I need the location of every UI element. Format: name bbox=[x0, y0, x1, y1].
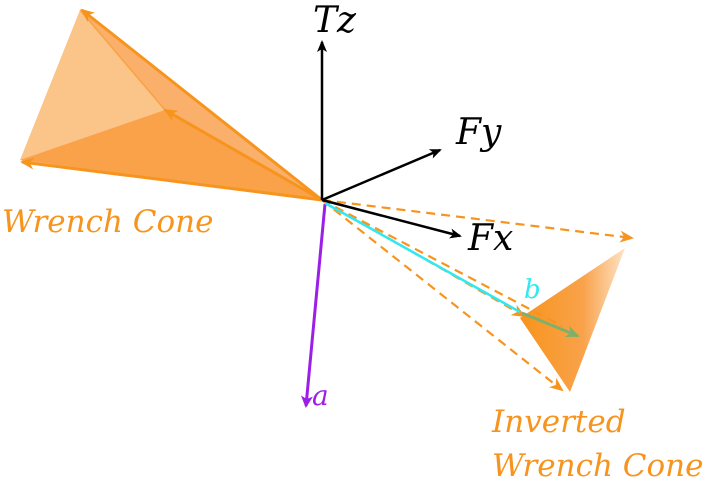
fy-axis-arrow bbox=[321, 148, 442, 202]
a-label: a bbox=[312, 379, 329, 412]
vector-a-arrow bbox=[300, 203, 327, 408]
cone-rim-edge bbox=[79, 9, 166, 111]
inverted-edge-dashed-1 bbox=[321, 198, 634, 243]
vector-b-line bbox=[324, 201, 521, 314]
tz-label: Tz bbox=[313, 0, 357, 41]
fx-axis-arrow bbox=[321, 198, 462, 239]
b-label: b bbox=[524, 275, 541, 305]
cone-edge-arrow-left bbox=[20, 157, 323, 202]
inverted-cone-face bbox=[520, 248, 625, 392]
cone-edge-arrow-mid bbox=[163, 108, 323, 202]
cone-edge-arrow-top bbox=[80, 8, 323, 202]
inverted-label-line2: Wrench Cone bbox=[492, 448, 703, 484]
inverted-label-line1: Inverted bbox=[491, 404, 626, 440]
inverted-edge-dashed-4 bbox=[321, 199, 563, 327]
normal-vector-arrow bbox=[521, 311, 580, 338]
fy-label: Fy bbox=[455, 112, 502, 153]
inverted-edge-dashed-3 bbox=[321, 199, 564, 392]
fx-label: Fx bbox=[467, 218, 513, 259]
wrench-cone-face-dark bbox=[20, 110, 322, 200]
axes bbox=[317, 40, 462, 239]
wrench-cone bbox=[20, 8, 323, 202]
wrench-cone-label: Wrench Cone bbox=[2, 204, 213, 240]
